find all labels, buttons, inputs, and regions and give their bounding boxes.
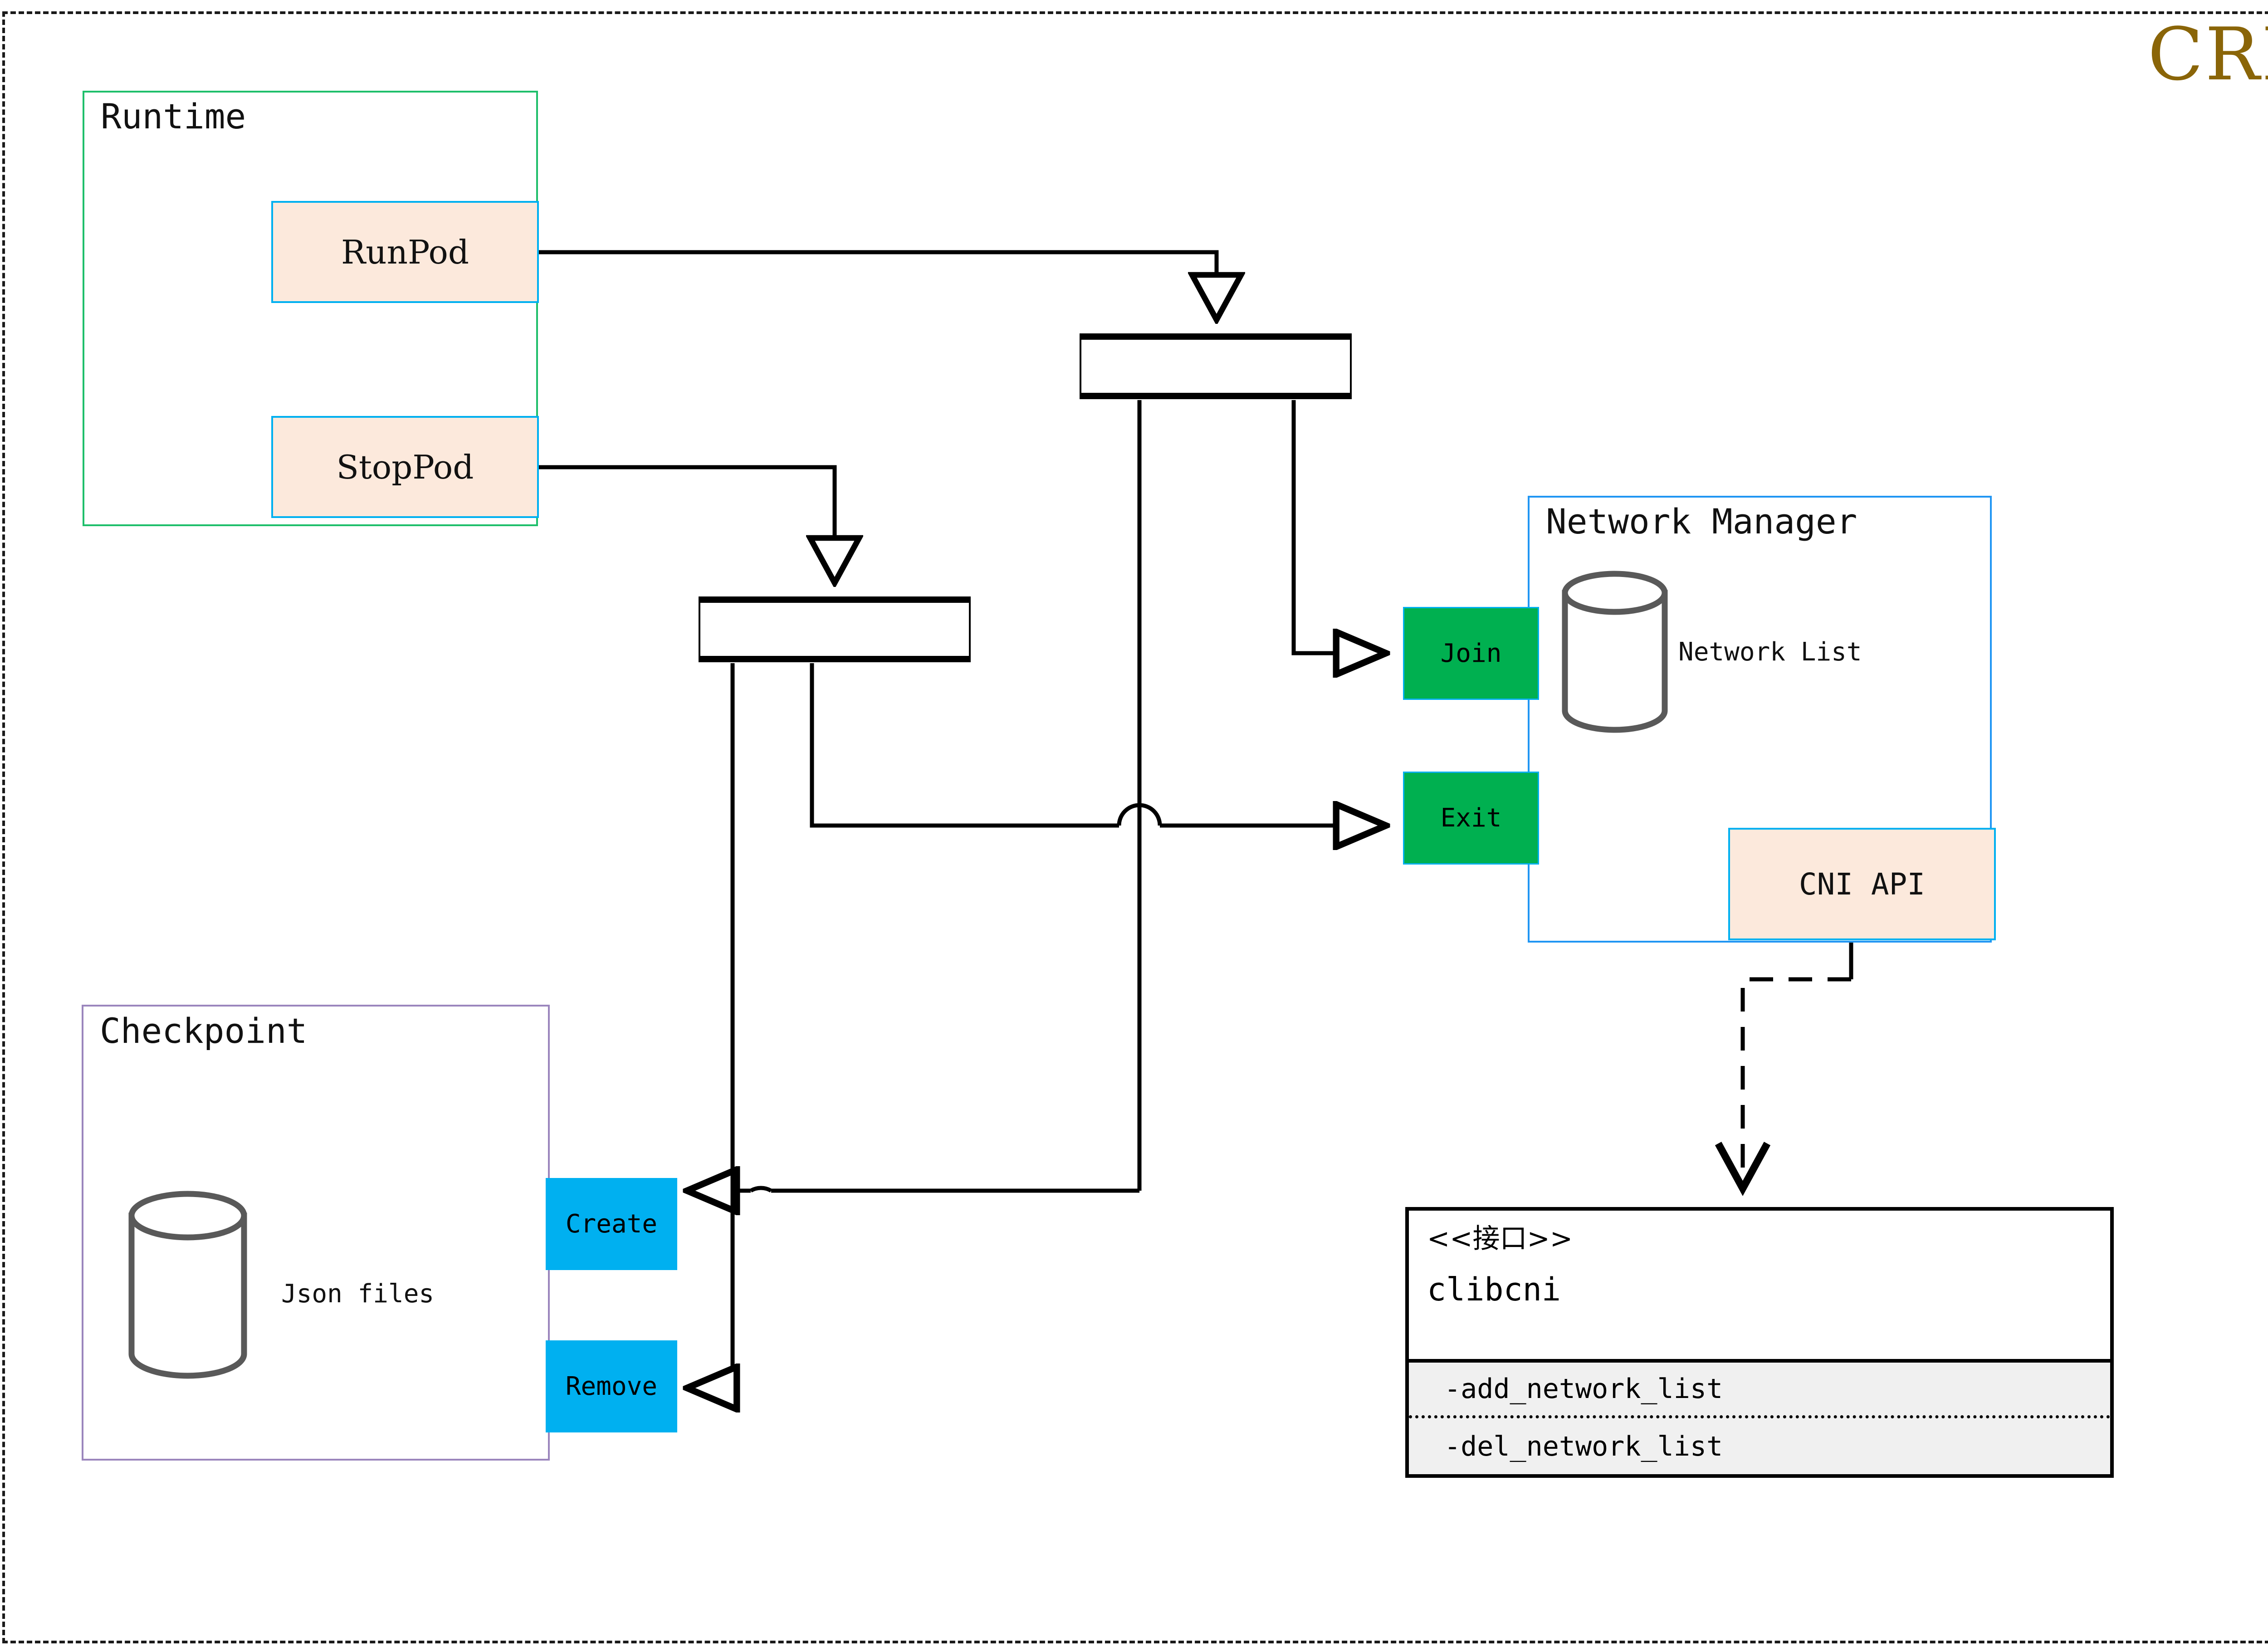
- group-runtime-label: Runtime: [101, 96, 246, 137]
- group-checkpoint: [82, 1005, 550, 1461]
- node-create[interactable]: Create: [546, 1178, 677, 1270]
- node-cni-api[interactable]: CNI API: [1728, 828, 1996, 940]
- node-runpod[interactable]: RunPod: [271, 201, 539, 303]
- fork-bar-runpod: [1080, 333, 1352, 399]
- node-exit[interactable]: Exit: [1403, 772, 1539, 865]
- interface-name: clibcni: [1427, 1271, 1561, 1308]
- node-remove[interactable]: Remove: [546, 1340, 677, 1432]
- interface-clibcni: <<接口>> clibcni -add_network_list -del_ne…: [1405, 1207, 2114, 1478]
- json-files-label: Json files: [281, 1279, 435, 1309]
- node-stoppod[interactable]: StopPod: [271, 416, 539, 518]
- page-title: CRI: [2147, 12, 2268, 97]
- interface-header: <<接口>> clibcni: [1409, 1211, 2110, 1363]
- interface-stereotype: <<接口>>: [1427, 1223, 1573, 1255]
- group-network-manager-label: Network Manager: [1546, 501, 1857, 542]
- network-list-label: Network List: [1678, 637, 1862, 667]
- diagram-outer-frame: [2, 11, 2268, 1643]
- interface-operation-add: -add_network_list: [1409, 1363, 2110, 1418]
- node-join[interactable]: Join: [1403, 607, 1539, 700]
- interface-operation-del: -del_network_list: [1444, 1430, 1723, 1462]
- interface-operations: -add_network_list -del_network_list: [1409, 1363, 2110, 1474]
- fork-bar-stoppod: [699, 596, 971, 662]
- group-checkpoint-label: Checkpoint: [100, 1011, 308, 1051]
